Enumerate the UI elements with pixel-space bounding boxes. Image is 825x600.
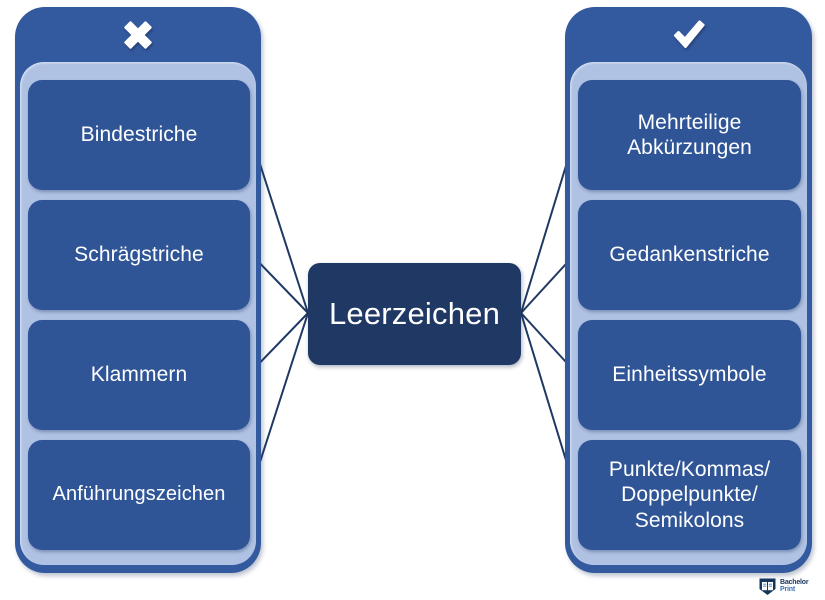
item-klammern[interactable]: Klammern — [28, 320, 250, 430]
group-with-space-tray: Mehrteilige Abkürzungen Gedankenstriche … — [570, 62, 807, 565]
group-with-space: Mehrteilige Abkürzungen Gedankenstriche … — [565, 7, 812, 573]
book-shield-logo-icon — [759, 578, 776, 595]
item-schraegstriche[interactable]: Schrägstriche — [28, 200, 250, 310]
brand-name-line1: Bachelor — [780, 579, 809, 586]
item-einheitssymbole[interactable]: Einheitssymbole — [578, 320, 801, 430]
group-no-space-tray: Bindestriche Schrägstriche Klammern Anfü… — [20, 62, 256, 565]
check-icon — [673, 20, 705, 49]
group-with-space-header — [565, 7, 812, 63]
cross-icon — [124, 21, 152, 49]
item-anfuehrungszeichen[interactable]: Anführungszeichen — [28, 440, 250, 550]
item-gedankenstriche[interactable]: Gedankenstriche — [578, 200, 801, 310]
group-no-space: Bindestriche Schrägstriche Klammern Anfü… — [15, 7, 261, 573]
brand-name-line2: Print — [780, 586, 795, 593]
item-mehrteilige-abkuerzungen[interactable]: Mehrteilige Abkürzungen — [578, 80, 801, 190]
center-node-leerzeichen[interactable]: Leerzeichen — [308, 263, 521, 365]
bachelorprint-logo: Bachelor Print — [758, 576, 820, 596]
group-no-space-header — [15, 7, 261, 63]
item-bindestriche[interactable]: Bindestriche — [28, 80, 250, 190]
item-satzzeichen[interactable]: Punkte/Kommas/ Doppelpunkte/ Semikolons — [578, 440, 801, 550]
brand-wordmark: Bachelor Print — [780, 579, 809, 593]
